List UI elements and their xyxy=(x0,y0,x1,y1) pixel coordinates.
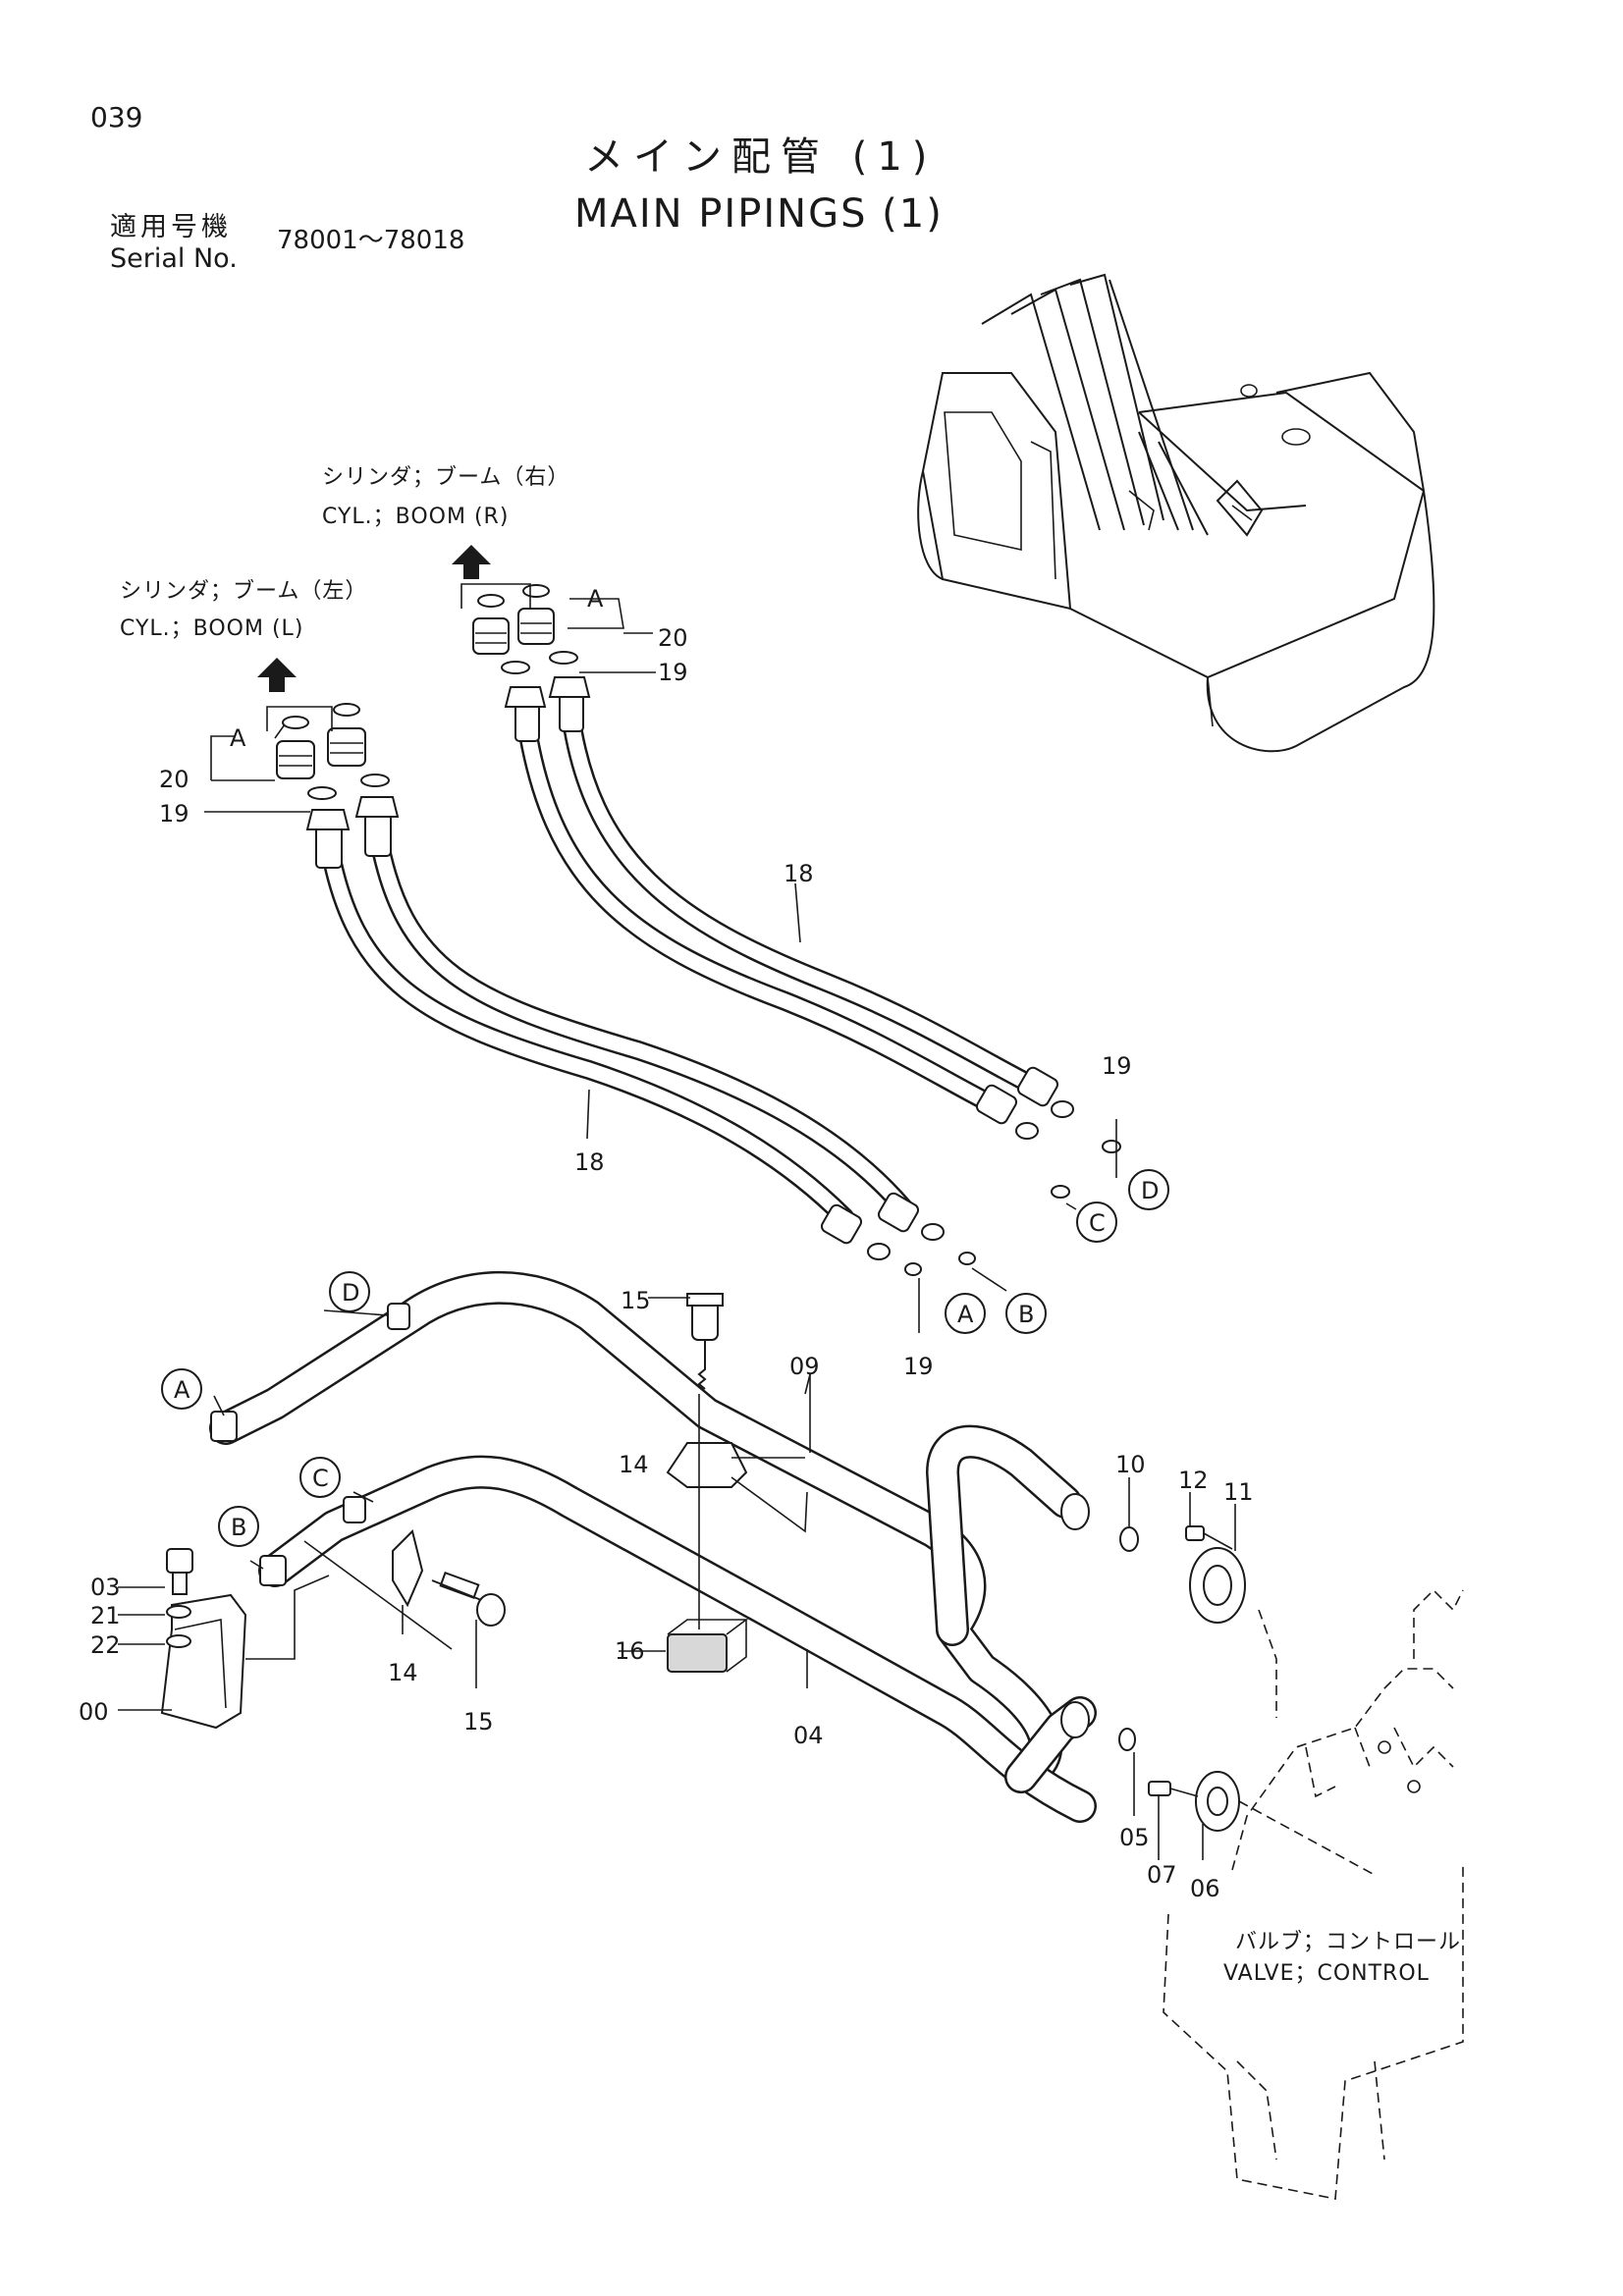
steel-pipes xyxy=(209,1270,1139,1823)
clamp-assembly-lower xyxy=(392,1529,506,1688)
direction-arrows xyxy=(257,545,491,692)
part-number-21: 21 xyxy=(90,1602,121,1629)
connection-label-a-lower: A xyxy=(230,724,246,752)
bracket-assembly xyxy=(118,1540,453,1730)
hose-assembly-boom-l xyxy=(276,703,976,1276)
part-number-19-upper: 19 xyxy=(658,659,688,686)
part-number-labels: 20 19 20 19 18 18 19 19 15 09 10 12 11 1… xyxy=(79,624,1254,1902)
connection-circles xyxy=(161,1169,1169,1547)
part-number-14-upper: 14 xyxy=(619,1451,649,1478)
part-number-07: 07 xyxy=(1147,1861,1177,1889)
part-number-14-lower: 14 xyxy=(388,1659,418,1686)
circle-label-d-upper: D xyxy=(1141,1177,1159,1204)
part-number-15-upper: 15 xyxy=(621,1287,651,1314)
part-number-19-right: 19 xyxy=(1102,1052,1132,1080)
circle-label-b-upper: B xyxy=(1018,1301,1034,1328)
hose-assembly-boom-r xyxy=(472,584,1121,1199)
part-number-09: 09 xyxy=(789,1353,820,1380)
callout-valve-control-jp: バルブ；コントロール xyxy=(1235,1930,1462,1954)
circle-label-c-lower: C xyxy=(312,1465,329,1492)
part-number-05: 05 xyxy=(1119,1824,1150,1851)
page-title-japanese: メイン配管 (1) xyxy=(584,134,938,180)
part-number-18-upper: 18 xyxy=(784,860,814,887)
callout-cyl-boom-r-en: CYL.；BOOM (R) xyxy=(322,505,510,529)
part-number-20-upper: 20 xyxy=(658,624,688,652)
circle-label-a-lower: A xyxy=(174,1376,190,1404)
part-number-19-lower: 19 xyxy=(159,800,189,828)
circle-label-d-lower: D xyxy=(342,1279,359,1307)
circle-label-b-lower: B xyxy=(231,1514,246,1541)
part-number-11: 11 xyxy=(1223,1478,1254,1506)
part-number-03: 03 xyxy=(90,1574,121,1601)
excavator-overview xyxy=(917,273,1435,753)
part-number-19-bottom: 19 xyxy=(903,1353,934,1380)
clamp-assembly-upper xyxy=(619,1293,811,1673)
leader-lines-lower xyxy=(213,1309,811,1688)
part-number-16: 16 xyxy=(615,1637,645,1665)
callout-valve-control-en: VALVE；CONTROL xyxy=(1223,1961,1430,1986)
part-number-12: 12 xyxy=(1178,1467,1209,1494)
part-number-10: 10 xyxy=(1115,1451,1146,1478)
serial-range: 78001～78018 xyxy=(277,226,465,255)
page-number: 039 xyxy=(90,101,143,133)
part-number-22: 22 xyxy=(90,1631,121,1659)
part-number-20-lower: 20 xyxy=(159,766,189,793)
part-number-15-lower: 15 xyxy=(463,1708,494,1735)
leader-lines-upper xyxy=(204,583,1117,1333)
part-number-04: 04 xyxy=(793,1722,824,1749)
circle-label-c-upper: C xyxy=(1089,1209,1106,1237)
callout-cyl-boom-l-en: CYL.；BOOM (L) xyxy=(120,616,304,641)
flange-assembly xyxy=(1128,1477,1376,1876)
control-valve-outline xyxy=(1163,1588,1464,2200)
page-title-english: MAIN PIPINGS (1) xyxy=(574,191,944,237)
connection-label-a-upper: A xyxy=(587,585,604,613)
part-number-18-lower: 18 xyxy=(574,1148,605,1176)
callout-cyl-boom-l-jp: シリンダ；ブーム（左） xyxy=(120,579,368,604)
part-number-06: 06 xyxy=(1190,1875,1220,1902)
circle-label-a-upper: A xyxy=(957,1301,974,1328)
serial-label-english: Serial No. xyxy=(110,243,238,274)
callout-cyl-boom-r-jp: シリンダ；ブーム（右） xyxy=(322,465,570,490)
part-number-00: 00 xyxy=(79,1698,109,1726)
serial-label-japanese: 適用号機 xyxy=(110,212,232,242)
